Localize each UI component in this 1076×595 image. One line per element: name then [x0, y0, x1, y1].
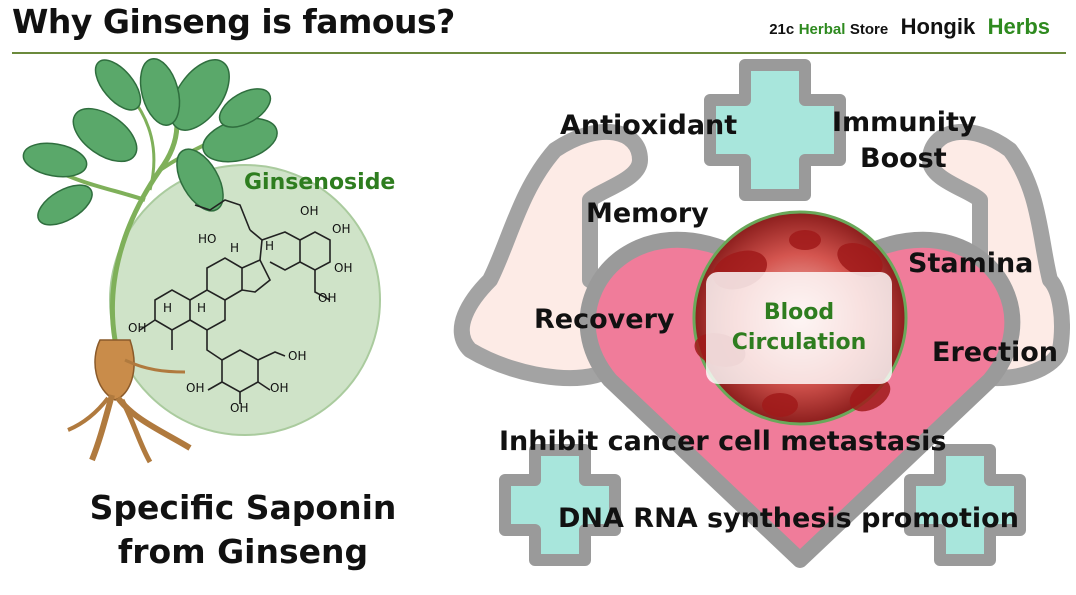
saponin-caption-line1: Specific Saponin	[89, 488, 397, 527]
brand-prefix-store: Store	[849, 21, 889, 38]
benefit-stamina: Stamina	[908, 248, 1034, 279]
saponin-caption-line2: from Ginseng	[117, 532, 369, 571]
benefit-immunity-line2: Boost	[860, 143, 947, 174]
benefit-antioxidant: Antioxidant	[560, 110, 738, 141]
chem-label: OH	[186, 381, 204, 395]
benefit-memory: Memory	[586, 198, 709, 229]
ginseng-plant-icon	[22, 58, 381, 464]
chem-label: OH	[300, 204, 318, 218]
benefit-blood-line2: Circulation	[731, 330, 867, 355]
header-divider	[12, 52, 1066, 54]
brand-prefix-herbal: Herbal	[798, 21, 846, 38]
benefit-recovery: Recovery	[534, 304, 675, 335]
brand-logo: 21c Herbal Store Hongik Herbs	[769, 14, 1050, 40]
chem-label: H	[230, 241, 239, 255]
ginsenoside-molecule-icon	[139, 199, 331, 404]
chem-label: OH	[128, 321, 146, 335]
benefit-blood-line1: Blood	[763, 300, 835, 325]
chem-label: OH	[288, 349, 306, 363]
brand-name-main: Hongik	[900, 14, 976, 39]
chem-label: OH	[332, 222, 350, 236]
ginsenoside-label: Ginsenoside	[244, 170, 396, 195]
chem-label: HO	[198, 232, 216, 246]
blood-circulation-box: Blood Circulation	[706, 272, 892, 384]
chem-label: H	[265, 239, 274, 253]
chem-label: OH	[230, 401, 248, 415]
chem-label: OH	[334, 261, 352, 275]
benefit-dna: DNA RNA synthesis promotion	[558, 503, 1019, 534]
brand-name-accent: Herbs	[987, 14, 1050, 39]
benefit-immunity-line1: Immunity	[832, 107, 977, 138]
chem-label: H	[163, 301, 172, 315]
benefit-cancer: Inhibit cancer cell metastasis	[499, 426, 947, 457]
chem-label: OH	[270, 381, 288, 395]
saponin-caption: Specific Saponin from Ginseng	[58, 486, 428, 574]
chem-label: OH	[318, 291, 336, 305]
page-title: Why Ginseng is famous?	[12, 2, 455, 41]
medical-cross-icon	[499, 59, 1026, 566]
chem-label: H	[197, 301, 206, 315]
benefit-erection: Erection	[932, 337, 1059, 368]
brand-prefix-num: 21c	[769, 21, 795, 38]
